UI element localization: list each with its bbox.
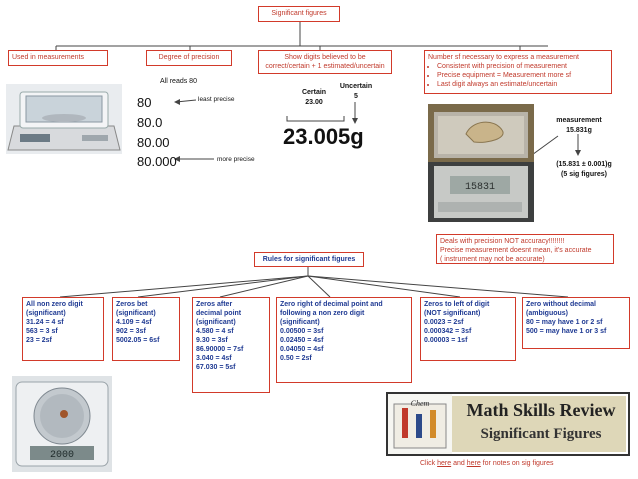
show-digits-node: Show digits believed to be correct/certa…	[258, 50, 392, 74]
notes-link-2[interactable]: here	[466, 460, 481, 467]
rule-example: 0.00003 = 1sf	[424, 337, 468, 344]
certain-value: 23.00	[305, 99, 323, 106]
rule-title: Zero without decimal	[526, 301, 597, 308]
rule-example: 0.02450 = 4sf	[280, 337, 324, 344]
rule-title: Zeros after	[196, 301, 233, 308]
footer-notes: Click here and here for notes on sig fig…	[420, 460, 554, 467]
rule-example: 4.109 = 4sf	[116, 319, 152, 326]
rule-example: 23 = 2sf	[26, 337, 52, 344]
rock-balance-photo: 15831	[428, 104, 534, 222]
scale-reading: 2000	[50, 450, 74, 461]
rules-title-node: Rules for significant figures	[254, 252, 364, 267]
root-node: Significant figures	[258, 6, 340, 22]
rule-example: 31.24 = 4 sf	[26, 319, 64, 326]
rule-example: 86.90000 = 7sf	[196, 346, 244, 353]
rock-scale-reading: 15831	[465, 182, 495, 193]
rule-example: 0.0023 = 2sf	[424, 319, 464, 326]
rule-example: 563 = 3 sf	[26, 328, 58, 335]
accuracy-line-1: Deals with precision NOT accuracy!!!!!!!…	[440, 238, 565, 245]
rule-zero-right-of-decimal: Zero right of decimal point and followin…	[276, 297, 412, 383]
value-80-0: 80.0	[137, 115, 163, 130]
math-skills-banner[interactable]: Chem Math Skills Review Significant Figu…	[386, 392, 630, 456]
degree-of-precision-node: Degree of precision	[146, 50, 232, 66]
number-title: Number sf necessary to express a measure…	[428, 54, 579, 61]
least-precise-label: least precise	[198, 96, 235, 103]
value-80-00: 80.00	[137, 135, 170, 150]
rule-example: 4.580 = 4 sf	[196, 328, 234, 335]
rule-title: Zeros to left of digit	[424, 301, 490, 308]
rule-title: (NOT significant)	[424, 310, 481, 317]
used-label: Used in measurements	[12, 54, 84, 61]
digital-scale-photo: 2000	[12, 376, 112, 472]
rule-zeros-left: Zeros to left of digit (NOT significant)…	[420, 297, 516, 361]
accuracy-line-3: ( instrument may not be accurate)	[440, 256, 545, 263]
rule-example: 0.00500 = 3sf	[280, 328, 324, 335]
uncertainty-annotation: (15.831 ± 0.001)g (5 sig figures)	[548, 160, 620, 180]
rule-example: 0.000342 = 3sf	[424, 328, 472, 335]
number-sf-node: Number sf necessary to express a measure…	[424, 50, 612, 94]
rule-zeros-after-decimal: Zeros after decimal point (significant) …	[192, 297, 270, 393]
footer-rest-text: for notes on sig figures	[482, 460, 554, 467]
uncertain-label: Uncertain	[339, 83, 373, 90]
all-reads-label: All reads 80	[160, 78, 197, 85]
rule-title: (significant)	[196, 319, 236, 326]
rule-example: 0.04050 = 4sf	[280, 346, 324, 353]
rule-example: 3.040 = 4sf	[196, 355, 232, 362]
rule-title: All non zero digit	[26, 301, 83, 308]
example-measurement: 23.005g	[283, 124, 364, 149]
banner-line-1: Math Skills Review	[466, 400, 616, 420]
degree-label: Degree of precision	[158, 54, 220, 61]
rule-example: 902 = 3sf	[116, 328, 146, 335]
rule-title: (ambiguous)	[526, 310, 568, 317]
precision-values: 80 80.0 80.00 80.000	[137, 95, 177, 170]
bullet-3: Last digit always an estimate/uncertain	[437, 80, 608, 89]
rule-title: following a non zero digit	[280, 310, 365, 317]
bullet-2: Precise equipment = Measurement more sf	[437, 71, 608, 80]
analytical-balance-photo	[6, 84, 122, 154]
measurement-value: 15.831g	[566, 127, 592, 134]
rule-example: 67.030 = 5sf	[196, 364, 236, 371]
rule-title: Zero right of decimal point and	[280, 301, 383, 308]
uncertainty-value: (15.831 ± 0.001)g	[556, 161, 612, 168]
banner-line-2: Significant Figures	[480, 426, 602, 442]
notes-link-1[interactable]: here	[437, 460, 452, 467]
rule-example: 0.50 = 2sf	[280, 355, 312, 362]
accuracy-line-2: Precise measurement doesnt mean, it's ac…	[440, 247, 592, 254]
uncertain-annotation: Uncertain 5	[336, 82, 376, 102]
rule-example: 9.30 = 3sf	[196, 337, 228, 344]
rule-zeros-between: Zeros bet (significant) 4.109 = 4sf 902 …	[112, 297, 180, 361]
number-bullets: Consistent with precision of measurement…	[428, 62, 608, 89]
footer-click-text: Click	[420, 460, 436, 467]
value-80: 80	[137, 95, 152, 110]
rule-title: (significant)	[26, 310, 66, 317]
rule-non-zero: All non zero digit (significant) 31.24 =…	[22, 297, 104, 361]
rule-example: 80 = may have 1 or 2 sf	[526, 319, 603, 326]
show-label: Show digits believed to be correct/certa…	[265, 54, 385, 70]
certain-label: Certain	[301, 89, 327, 96]
rule-title: decimal point	[196, 310, 242, 317]
certain-annotation: Certain 23.00	[296, 88, 332, 108]
sig-fig-count: (5 sig figures)	[561, 171, 607, 178]
root-title: Significant figures	[271, 10, 327, 17]
measurement-label: measurement	[556, 117, 602, 124]
rule-title: (significant)	[280, 319, 320, 326]
rule-example: 500 = may have 1 or 3 sf	[526, 328, 607, 335]
footer-and-text: and	[453, 460, 465, 467]
value-80-000: 80.000	[137, 154, 177, 169]
rule-title: (significant)	[116, 310, 156, 317]
accuracy-note: Deals with precision NOT accuracy!!!!!!!…	[436, 234, 614, 264]
rule-title: Zeros bet	[116, 301, 148, 308]
uncertain-value: 5	[354, 93, 358, 100]
used-in-measurements-node: Used in measurements	[8, 50, 108, 66]
rule-zero-without-decimal: Zero without decimal (ambiguous) 80 = ma…	[522, 297, 630, 349]
bullet-1: Consistent with precision of measurement	[437, 62, 608, 71]
rule-example: 5002.05 = 6sf	[116, 337, 160, 344]
chem-logo: Chem	[411, 399, 430, 408]
measurement-annotation: measurement 15.831g	[548, 116, 610, 136]
more-precise-label: more precise	[217, 156, 255, 163]
rules-title: Rules for significant figures	[262, 256, 356, 263]
